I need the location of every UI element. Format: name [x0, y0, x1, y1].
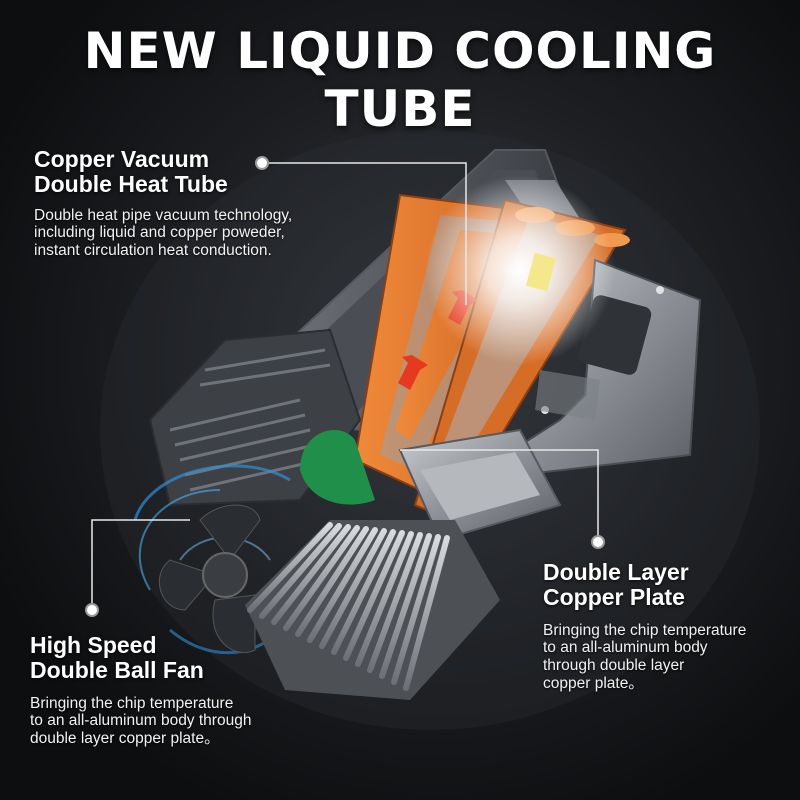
heatsink-fin: [247, 522, 333, 613]
green-pcb-board: [300, 430, 375, 505]
callout-description: Bringing the chip temperature to an all-…: [543, 622, 746, 693]
bulb-collar: [398, 428, 562, 542]
heatsink-fin: [331, 529, 396, 655]
callout-description: Bringing the chip temperature to an all-…: [30, 695, 251, 748]
callout-copper-heat-tube: Copper Vacuum Double Heat Tube Double he…: [34, 147, 292, 260]
callout-desc-line: copper plate。: [543, 675, 644, 693]
heatsink-fin: [391, 534, 441, 685]
callout-double-layer-copper-plate: Double Layer Copper Plate Bringing the c…: [543, 560, 746, 693]
heatsink-fin: [259, 523, 342, 619]
callout-high-speed-fan: High Speed Double Ball Fan Bringing the …: [30, 633, 251, 748]
led-chip-glow: [425, 175, 615, 365]
callout-title-line: Double Ball Fan: [30, 656, 204, 683]
callout-desc-line: Bringing the chip temperature: [543, 621, 747, 639]
callout-leader-lines: [91, 162, 599, 605]
heatsink-fin: [295, 526, 369, 637]
callout-desc-line: to an all-aluminum body through: [30, 712, 252, 730]
callout-desc-line: Bringing the chip temperature: [30, 694, 234, 712]
callout-dot-icon: [85, 156, 605, 617]
callout-desc-line: Double heat pipe vacuum technology,: [34, 206, 293, 224]
callout-title-line: Copper Vacuum: [34, 146, 210, 172]
callout-description: Double heat pipe vacuum technology, incl…: [34, 207, 292, 260]
finned-heatsink: [245, 520, 500, 700]
heatsink-fin: [283, 525, 360, 631]
callout-desc-line: to an all-aluminum body: [543, 639, 708, 657]
callout-title: Copper Vacuum Double Heat Tube: [34, 147, 292, 197]
callout-title-line: Copper Plate: [543, 583, 685, 610]
fan-blades: [158, 504, 261, 653]
callout-title-line: High Speed: [30, 632, 157, 658]
heatsink-fin: [355, 531, 414, 667]
callout-desc-line: double layer copper plate。: [30, 730, 220, 748]
callout-desc-line: including liquid and copper poweder,: [34, 224, 285, 242]
callout-title-line: Double Layer: [543, 559, 689, 585]
callout-title-line: Double Heat Tube: [34, 170, 228, 197]
callout-title: Double Layer Copper Plate: [543, 560, 746, 610]
heatsink-fin: [343, 530, 405, 661]
heatsink-fin: [271, 524, 351, 625]
callout-desc-line: instant circulation heat conduction.: [34, 242, 272, 260]
heatsink-fin: [319, 528, 387, 649]
heatsink-fin: [379, 533, 432, 679]
callout-desc-line: through double layer: [543, 657, 685, 675]
heatsink-fin: [307, 527, 378, 643]
callout-title: High Speed Double Ball Fan: [30, 633, 251, 683]
page-headline: NEW LIQUID COOLING TUBE: [83, 22, 717, 138]
heatsink-fin: [367, 532, 423, 673]
heatsink-fin: [403, 535, 450, 691]
